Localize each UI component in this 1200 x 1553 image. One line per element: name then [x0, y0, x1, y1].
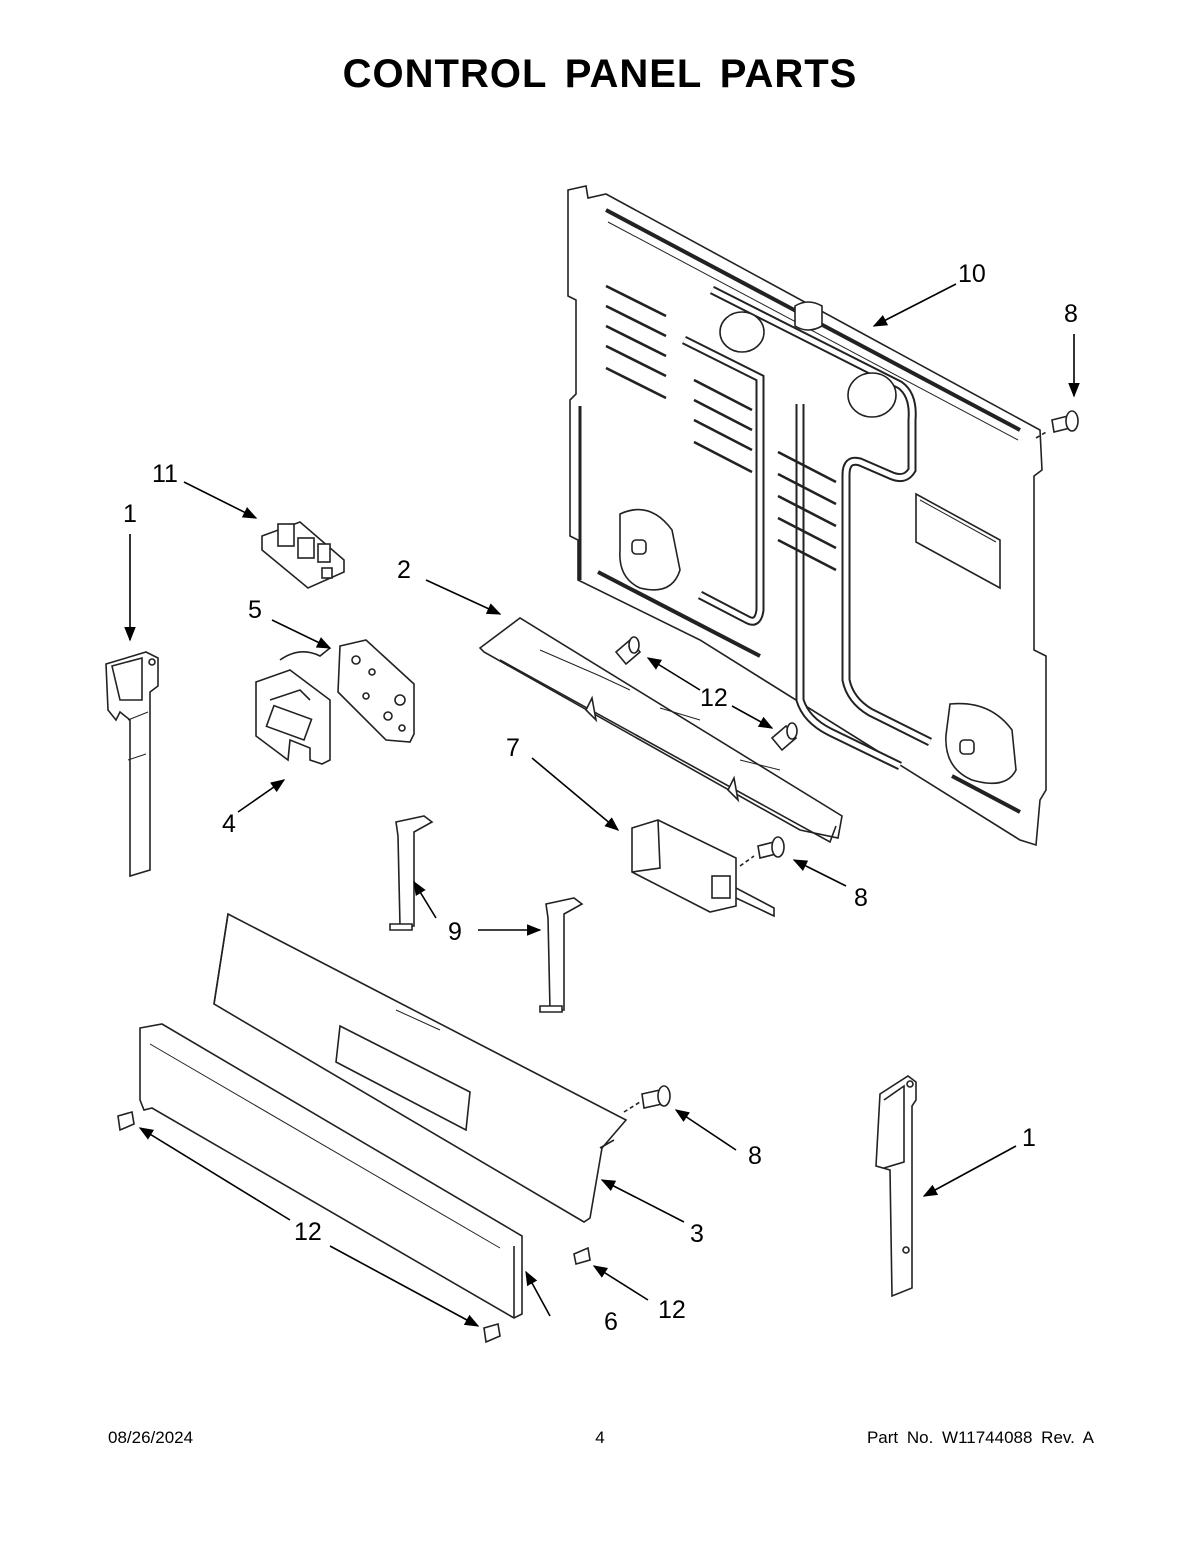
callout-8-b: 8 [854, 884, 868, 912]
callout-3: 3 [690, 1220, 704, 1248]
callout-8-a: 8 [1064, 300, 1078, 328]
part-1-side-bracket-left [105, 651, 159, 878]
part-5-control-board [337, 639, 415, 743]
callout-10: 10 [958, 260, 986, 288]
callout-4: 4 [222, 810, 236, 838]
part-12-clips-trim [614, 636, 798, 752]
callout-11: 11 [152, 460, 178, 488]
callout-9: 9 [448, 918, 462, 946]
part-7-display-module [631, 819, 775, 918]
leader-lines [124, 283, 1080, 1317]
part-4-board-bracket [255, 647, 331, 765]
part-6-front-trim [139, 1023, 523, 1319]
leader-line-double [138, 1127, 480, 1327]
footer-page-number: 4 [595, 1428, 605, 1447]
callout-numbers: 10 8 11 1 2 5 12 4 7 8 9 8 1 3 12 12 6 [123, 260, 1078, 1336]
part-8-screw-a [1035, 410, 1079, 439]
part-8-screw-c [623, 1085, 671, 1113]
callout-8-c: 8 [748, 1142, 762, 1170]
callout-1-a: 1 [123, 500, 137, 528]
page-title: CONTROL PANEL PARTS [342, 52, 858, 96]
callout-12-a: 12 [700, 684, 728, 712]
part-11-relay [261, 521, 345, 589]
part-2-trim-strip [478, 617, 843, 844]
part-10-back-panel [567, 185, 1047, 847]
footer-date: 08/26/2024 [108, 1428, 194, 1447]
callout-12-c: 12 [658, 1296, 686, 1324]
footer-part-info: Part No. W11744088 Rev. A [866, 1428, 1094, 1447]
part-9-brackets [389, 815, 584, 1013]
callout-12-b: 12 [294, 1218, 322, 1246]
part-12-clips-front [117, 1110, 591, 1344]
callout-5: 5 [248, 596, 262, 624]
callout-2: 2 [397, 556, 411, 584]
part-3-console-front [213, 912, 628, 1223]
callout-7: 7 [506, 734, 520, 762]
part-1-side-bracket-right [875, 1075, 917, 1298]
callout-6: 6 [604, 1308, 618, 1336]
callout-1-b: 1 [1022, 1124, 1036, 1152]
part-8-screw-b [739, 836, 785, 867]
